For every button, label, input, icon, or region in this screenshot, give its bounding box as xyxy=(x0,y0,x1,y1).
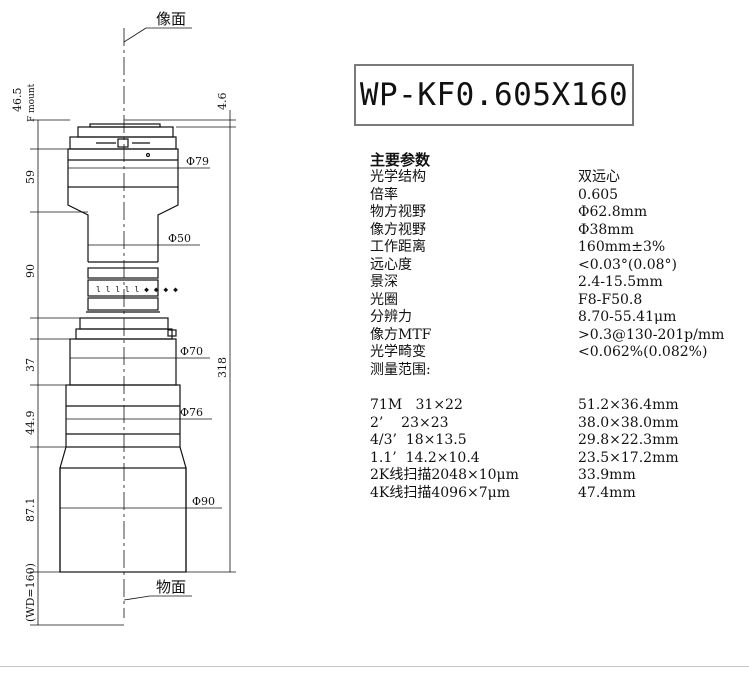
diameter-79: Φ79 xyxy=(186,155,209,168)
spec-row: 光学结构双远心 xyxy=(370,169,620,185)
total-height: 318 xyxy=(216,357,229,378)
mount-top xyxy=(77,126,174,138)
height-90: 90 xyxy=(24,264,37,278)
height-87-1: 87.1 xyxy=(24,498,37,523)
height-44-9: 44.9 xyxy=(24,411,37,436)
measure-range-label: 测量范围: xyxy=(370,361,431,378)
diameter-76: Φ76 xyxy=(180,406,203,419)
height-37: 37 xyxy=(24,358,37,372)
height-59: 59 xyxy=(24,170,37,184)
image-plane-label: 像面 xyxy=(156,10,186,28)
spec-heading: 主要参数 xyxy=(370,151,431,169)
bottom-divider xyxy=(0,666,749,667)
spec-row: 像方MTF>0.3@130-201p/mm xyxy=(370,326,725,343)
focus-ring xyxy=(87,267,159,279)
front-barrel-90 xyxy=(59,467,187,573)
diameter-90: Φ90 xyxy=(192,495,215,508)
f-mount-dim: 46.5 xyxy=(11,88,24,113)
height-wd: (WD=160) xyxy=(24,563,37,622)
object-plane-label: 物面 xyxy=(156,578,186,596)
lower-barrel-70 xyxy=(69,338,177,386)
lower-barrel-76 xyxy=(65,384,181,448)
spec-row: 光学畸变<0.062%(0.082%) xyxy=(370,344,708,360)
model-title: WP-KF0.605X160 xyxy=(359,77,629,113)
diameter-50: Φ50 xyxy=(168,232,191,245)
diameter-70: Φ70 xyxy=(180,345,203,358)
model-title-box: WP-KF0.605X160 xyxy=(354,64,634,126)
spec-row: 远心度<0.03°(0.08°) xyxy=(370,256,677,273)
f-mount-sub: F mount xyxy=(27,83,37,122)
flange-gap-dim: 4.6 xyxy=(216,93,229,111)
svg-text:l l l l l ◆ ◆ ◆ ◆: l l l l l ◆ ◆ ◆ ◆ xyxy=(96,285,178,294)
